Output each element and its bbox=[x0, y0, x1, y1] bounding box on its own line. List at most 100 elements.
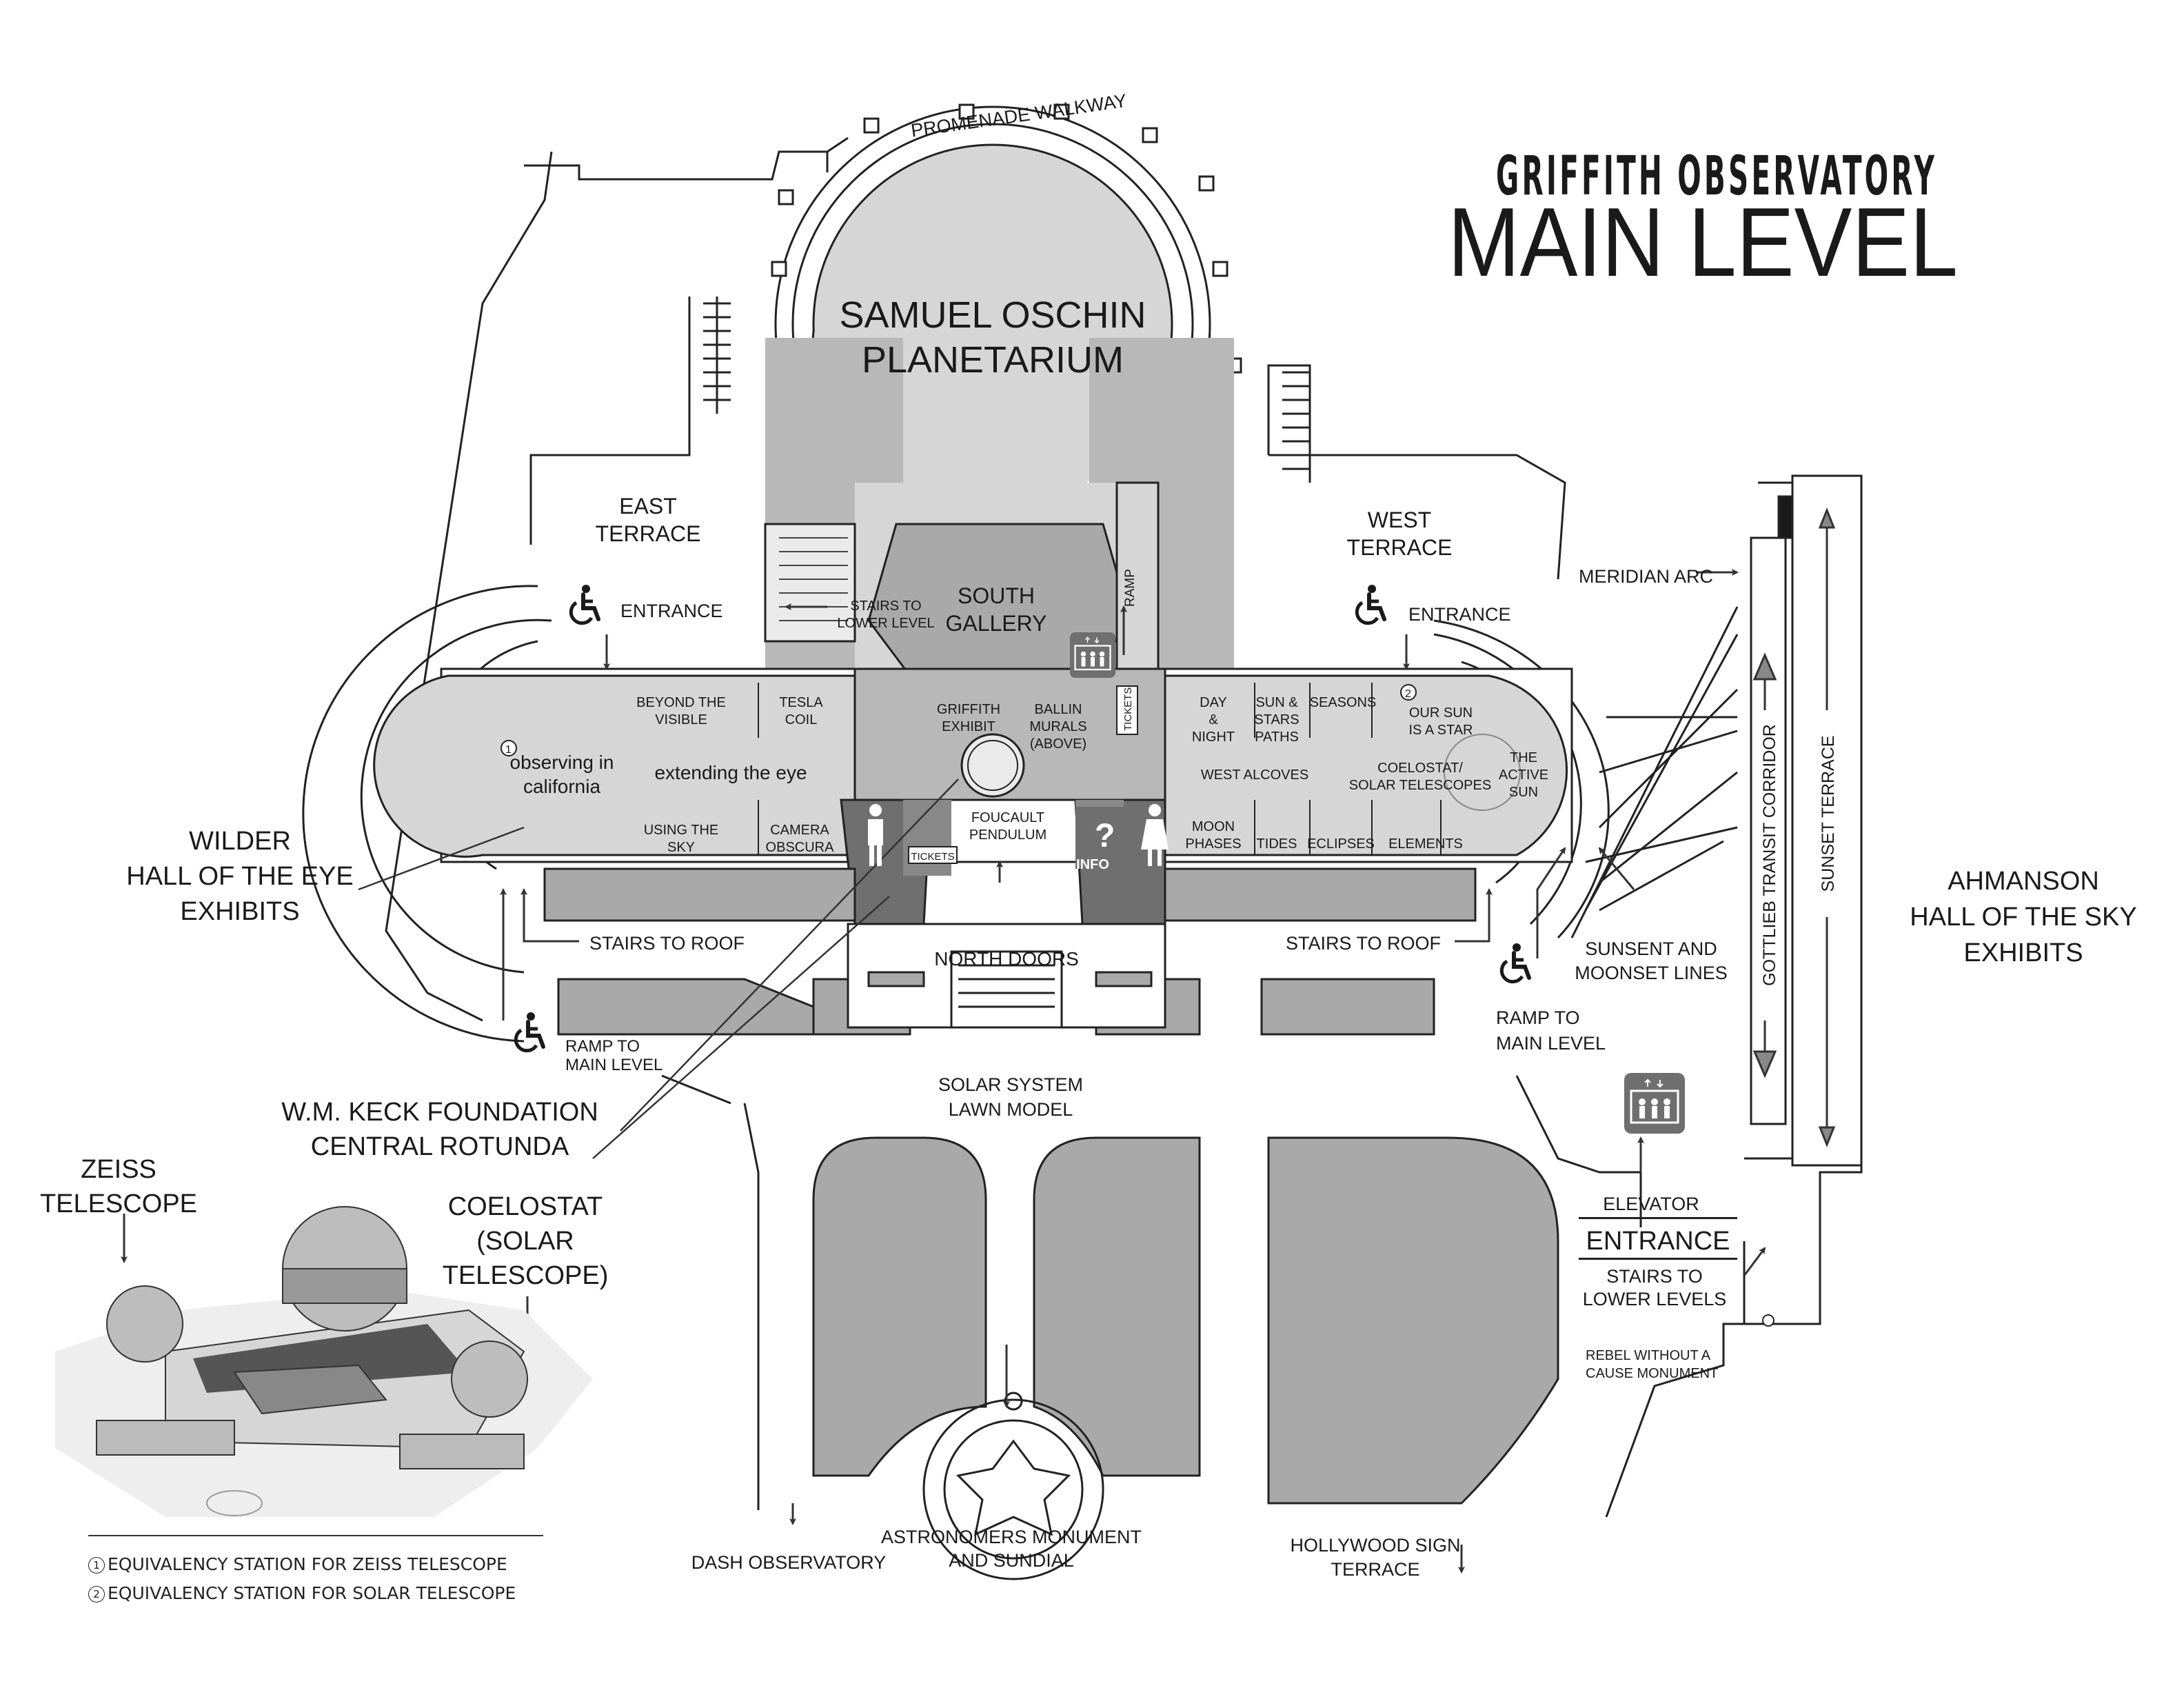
label-stairs-lower-2: LOWER LEVEL bbox=[837, 616, 934, 631]
south-gallery-block bbox=[764, 338, 1234, 684]
label-south-gallery-2: GALLERY bbox=[945, 611, 1046, 636]
wheelchair-icon bbox=[1502, 943, 1529, 982]
svg-text:?: ? bbox=[1095, 818, 1115, 854]
restroom-woman-icon bbox=[1141, 804, 1169, 866]
label-sunset-lines-2: MOONSET LINES bbox=[1575, 963, 1728, 983]
label-coelostat-2: SOLAR TELESCOPES bbox=[1349, 778, 1491, 793]
label-solar-system-2: LAWN MODEL bbox=[949, 1099, 1073, 1120]
label-beyond-visible-2: VISIBLE bbox=[655, 712, 707, 727]
north-entry bbox=[847, 923, 1166, 1029]
label-marker-1: 1 bbox=[505, 744, 512, 756]
label-coelostat-1: COELOSTAT/ bbox=[1377, 761, 1463, 776]
label-entrance-main: ENTRANCE bbox=[1586, 1227, 1730, 1256]
label-coelostat-solar-3: TELESCOPE) bbox=[443, 1261, 609, 1290]
label-keck-1: W.M. KECK FOUNDATION bbox=[281, 1098, 598, 1127]
footnote-1-number: 1 bbox=[88, 1557, 105, 1574]
label-wilder-1: WILDER bbox=[189, 827, 291, 856]
label-entrance-east: ENTRANCE bbox=[620, 601, 723, 621]
label-observing-1: observing in bbox=[510, 752, 614, 773]
leader-lines bbox=[358, 778, 959, 1159]
label-west-alcoves: WEST ALCOVES bbox=[1201, 767, 1308, 783]
label-tickets-small: TICKETS bbox=[911, 851, 954, 863]
main-hall bbox=[373, 667, 1573, 863]
label-day-night-1: DAY bbox=[1200, 695, 1227, 710]
label-sun-stars-1: SUN & bbox=[1255, 695, 1298, 710]
sundial bbox=[922, 1391, 1104, 1580]
elevator-icon bbox=[1623, 1072, 1686, 1135]
label-griffith-exhibit-1: GRIFFITH bbox=[937, 702, 1000, 717]
label-stairs-lower-levels-1: STAIRS TO bbox=[1606, 1266, 1703, 1287]
restroom-man-icon bbox=[868, 804, 883, 866]
label-tesla-1: TESLA bbox=[779, 695, 823, 710]
label-east-terrace-2: TERRACE bbox=[596, 521, 701, 546]
label-rebel-2: CAUSE MONUMENT bbox=[1586, 1366, 1718, 1381]
label-rebel-1: REBEL WITHOUT A bbox=[1586, 1348, 1711, 1363]
label-moon-phases-2: PHASES bbox=[1185, 836, 1241, 852]
label-dash: DASH OBSERVATORY bbox=[691, 1552, 887, 1573]
label-ballin-3: (ABOVE) bbox=[1030, 736, 1086, 752]
label-beyond-visible-1: BEYOND THE bbox=[636, 695, 726, 710]
label-ramp-main-east-2: MAIN LEVEL bbox=[565, 1056, 663, 1074]
label-active-sun-3: SUN bbox=[1509, 785, 1538, 800]
promenade-posts bbox=[771, 103, 1242, 374]
label-sunset-terrace: SUNSET TERRACE bbox=[1819, 736, 1838, 892]
label-coelostat-solar-2: (SOLAR bbox=[476, 1227, 574, 1256]
label-elevator: ELEVATOR bbox=[1603, 1194, 1699, 1214]
label-hollywood-1: HOLLYWOOD SIGN bbox=[1290, 1535, 1460, 1556]
label-foucault-2: PENDULUM bbox=[969, 827, 1046, 843]
label-ramp-main-west-1: RAMP TO bbox=[1496, 1007, 1580, 1028]
footnote-2-text: EQUIVALENCY STATION FOR SOLAR TELESCOPE bbox=[108, 1583, 516, 1603]
footnote-rule bbox=[88, 1535, 543, 1536]
label-coelostat-solar-1: COELOSTAT bbox=[448, 1192, 603, 1221]
wheelchair-icon bbox=[571, 585, 598, 623]
label-ballin-1: BALLIN bbox=[1035, 702, 1082, 717]
label-ahmanson-3: EXHIBITS bbox=[1963, 938, 2083, 967]
label-sunset-lines-1: SUNSENT AND bbox=[1585, 938, 1717, 959]
label-ramp: RAMP bbox=[1123, 569, 1138, 607]
label-gottlieb: GOTTLIEB TRANSIT CORRIDOR bbox=[1760, 724, 1779, 986]
title-line2: MAIN LEVEL bbox=[1448, 188, 1958, 297]
label-tides: TIDES bbox=[1257, 836, 1297, 852]
label-sun-stars-3: PATHS bbox=[1255, 730, 1299, 745]
label-eclipses: ECLIPSES bbox=[1307, 836, 1375, 852]
label-stairs-roof-east: STAIRS TO ROOF bbox=[589, 933, 745, 954]
label-stairs-roof-west: STAIRS TO ROOF bbox=[1286, 933, 1441, 954]
label-zeiss-2: TELESCOPE bbox=[40, 1189, 197, 1218]
label-astronomers-1: ASTRONOMERS MONUMENT bbox=[881, 1527, 1142, 1547]
label-east-terrace-1: EAST bbox=[619, 494, 677, 519]
label-tesla-2: COIL bbox=[785, 712, 818, 727]
label-griffith-exhibit-2: EXHIBIT bbox=[942, 719, 995, 734]
info-icon: ? bbox=[1075, 807, 1131, 869]
label-day-night-3: NIGHT bbox=[1192, 730, 1235, 745]
label-ahmanson-2: HALL OF THE SKY bbox=[1910, 903, 2136, 932]
label-tickets-vertical: TICKETS bbox=[1122, 687, 1134, 731]
label-our-sun-2: IS A STAR bbox=[1409, 723, 1473, 738]
label-camera-2: OBSCURA bbox=[766, 840, 835, 855]
label-entrance-west: ENTRANCE bbox=[1408, 604, 1511, 625]
label-seasons: SEASONS bbox=[1310, 695, 1377, 710]
label-meridian-arc: MERIDIAN ARC bbox=[1579, 566, 1713, 587]
label-west-terrace-1: WEST bbox=[1368, 508, 1431, 532]
label-west-terrace-2: TERRACE bbox=[1347, 535, 1453, 560]
label-ramp-main-east-1: RAMP TO bbox=[565, 1037, 640, 1056]
wheelchair-icon bbox=[516, 1012, 543, 1051]
label-observing-2: california bbox=[523, 776, 600, 797]
label-wilder-2: HALL OF THE EYE bbox=[126, 862, 353, 891]
solar-system-lawn bbox=[812, 1136, 1559, 1505]
label-zeiss-1: ZEISS bbox=[81, 1155, 156, 1184]
label-foucault-1: FOUCAULT bbox=[971, 810, 1044, 825]
label-ahmanson-1: AHMANSON bbox=[1948, 867, 2099, 896]
label-camera-1: CAMERA bbox=[770, 823, 829, 838]
wheelchair-icon bbox=[1357, 585, 1384, 623]
observatory-rendering bbox=[55, 1206, 593, 1517]
label-info: INFO bbox=[1076, 857, 1109, 872]
marker-circles bbox=[501, 684, 1417, 756]
label-day-night-2: & bbox=[1209, 712, 1218, 727]
footnote-2-number: 2 bbox=[88, 1586, 105, 1602]
arrow-icon bbox=[121, 569, 1766, 1574]
label-solar-system-1: SOLAR SYSTEM bbox=[938, 1074, 1083, 1095]
elevator-icon bbox=[1069, 631, 1117, 679]
label-stairs-lower-levels-2: LOWER LEVELS bbox=[1583, 1289, 1727, 1309]
